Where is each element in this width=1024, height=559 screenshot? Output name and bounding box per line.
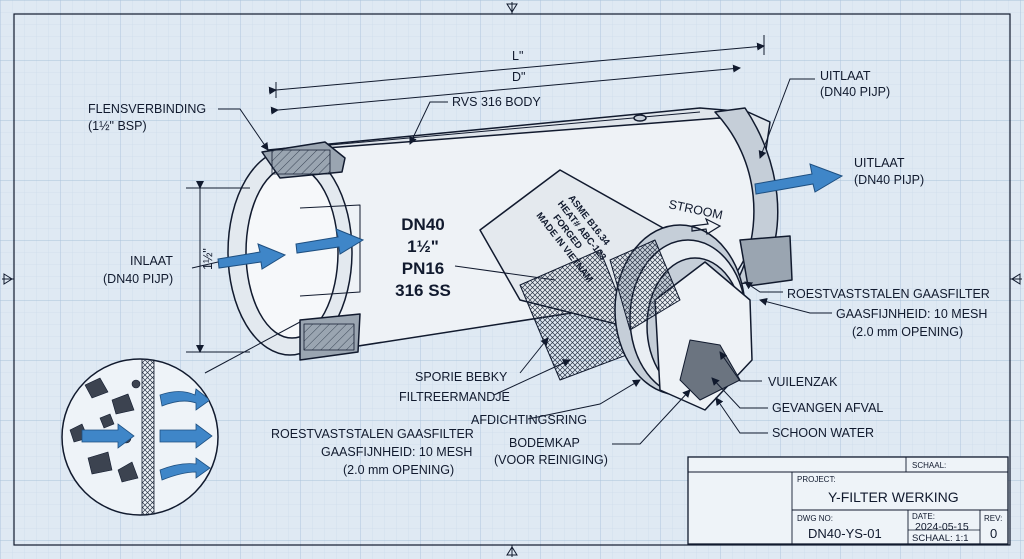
inlet-arrow-2 bbox=[295, 228, 365, 255]
drawing-date: 2024-05-15 bbox=[915, 521, 969, 533]
inset-arrow-out-1 bbox=[159, 388, 211, 411]
body-marking-size: 1½" bbox=[407, 237, 439, 256]
title-block-project-label: PROJECT: bbox=[797, 475, 836, 484]
label-outlet-top: UITLAAT bbox=[820, 69, 871, 83]
label-screen-left: ROESTVASTSTALEN GAASFILTER bbox=[271, 427, 474, 441]
label-outlet-right-size: (DN40 PIJP) bbox=[854, 173, 924, 187]
label-body-material: RVS 316 BODY bbox=[452, 95, 541, 109]
label-outlet-right: UITLAAT bbox=[854, 156, 905, 170]
label-dirt-bag: VUILENZAK bbox=[768, 375, 838, 389]
label-mesh-right: GAASFIJNHEID: 10 MESH bbox=[836, 307, 987, 321]
inset-arrow-out-3 bbox=[159, 457, 211, 481]
leader-lines bbox=[191, 78, 832, 445]
label-screen-right: ROESTVASTSTALEN GAASFILTER bbox=[787, 287, 990, 301]
dim-overall-length: L" bbox=[512, 49, 523, 63]
label-flange: FLENSVERBINDING bbox=[88, 102, 206, 116]
dimension-lines bbox=[186, 35, 765, 353]
label-opening-left: (2.0 mm OPENING) bbox=[343, 463, 454, 477]
label-flange-size: (1½" BSP) bbox=[88, 119, 147, 133]
inlet-arrow-1 bbox=[217, 243, 287, 270]
label-outlet-top-size: (DN40 PIJP) bbox=[820, 85, 890, 99]
title-block-scale-label: SCHAAL: bbox=[912, 461, 946, 470]
title-block bbox=[687, 456, 1009, 545]
title-block-date-label: DATE: bbox=[912, 512, 935, 521]
strainer-body bbox=[227, 107, 793, 411]
label-basket: FILTREERMANDJE bbox=[399, 390, 510, 404]
centre-mark-left bbox=[2, 273, 14, 285]
body-marking: DN40 1½" PN16 316 SS bbox=[395, 215, 451, 300]
dim-body-length: D" bbox=[512, 70, 525, 84]
title-block-rev-label: REV: bbox=[984, 514, 1002, 523]
drawing-title: Y-FILTER WERKING bbox=[828, 489, 959, 505]
flow-direction-arrow bbox=[691, 217, 722, 235]
inset-arrow-out-2 bbox=[159, 423, 213, 449]
body-marking-material: 316 SS bbox=[395, 281, 451, 300]
label-seal-ring: AFDICHTINGSRING bbox=[471, 413, 587, 427]
body-marking-dn: DN40 bbox=[401, 215, 444, 234]
flow-arrows bbox=[217, 163, 844, 270]
label-opening-right: (2.0 mm OPENING) bbox=[852, 325, 963, 339]
label-sporie: SPORIE BEBKY bbox=[415, 370, 508, 384]
centre-mark-right bbox=[1010, 273, 1022, 285]
label-inlet-size: (DN40 PIJP) bbox=[103, 272, 173, 286]
outlet-arrow bbox=[754, 163, 844, 195]
title-block-dwg-label: DWG NO: bbox=[797, 514, 833, 523]
label-inlet: INLAAT bbox=[130, 254, 173, 268]
drawing-revision: 0 bbox=[990, 526, 997, 541]
label-bottom-cap: BODEMKAP bbox=[509, 436, 580, 450]
centre-mark-top bbox=[506, 2, 518, 14]
centre-mark-bottom bbox=[506, 545, 518, 557]
mesh-detail-inset bbox=[61, 358, 219, 516]
body-marking-pressure: PN16 bbox=[402, 259, 445, 278]
inset-arrow-in bbox=[81, 423, 135, 449]
label-debris: GEVANGEN AFVAL bbox=[772, 401, 883, 415]
label-bottom-cap-note: (VOOR REINIGING) bbox=[494, 453, 608, 467]
drawing-number: DN40-YS-01 bbox=[808, 526, 882, 541]
label-mesh-left: GAASFIJNHEID: 10 MESH bbox=[321, 445, 472, 459]
drawing-scale: SCHAAL: 1:1 bbox=[912, 533, 969, 544]
dim-inlet-height: 1½" bbox=[201, 248, 215, 270]
label-clean-water: SCHOON WATER bbox=[772, 426, 874, 440]
